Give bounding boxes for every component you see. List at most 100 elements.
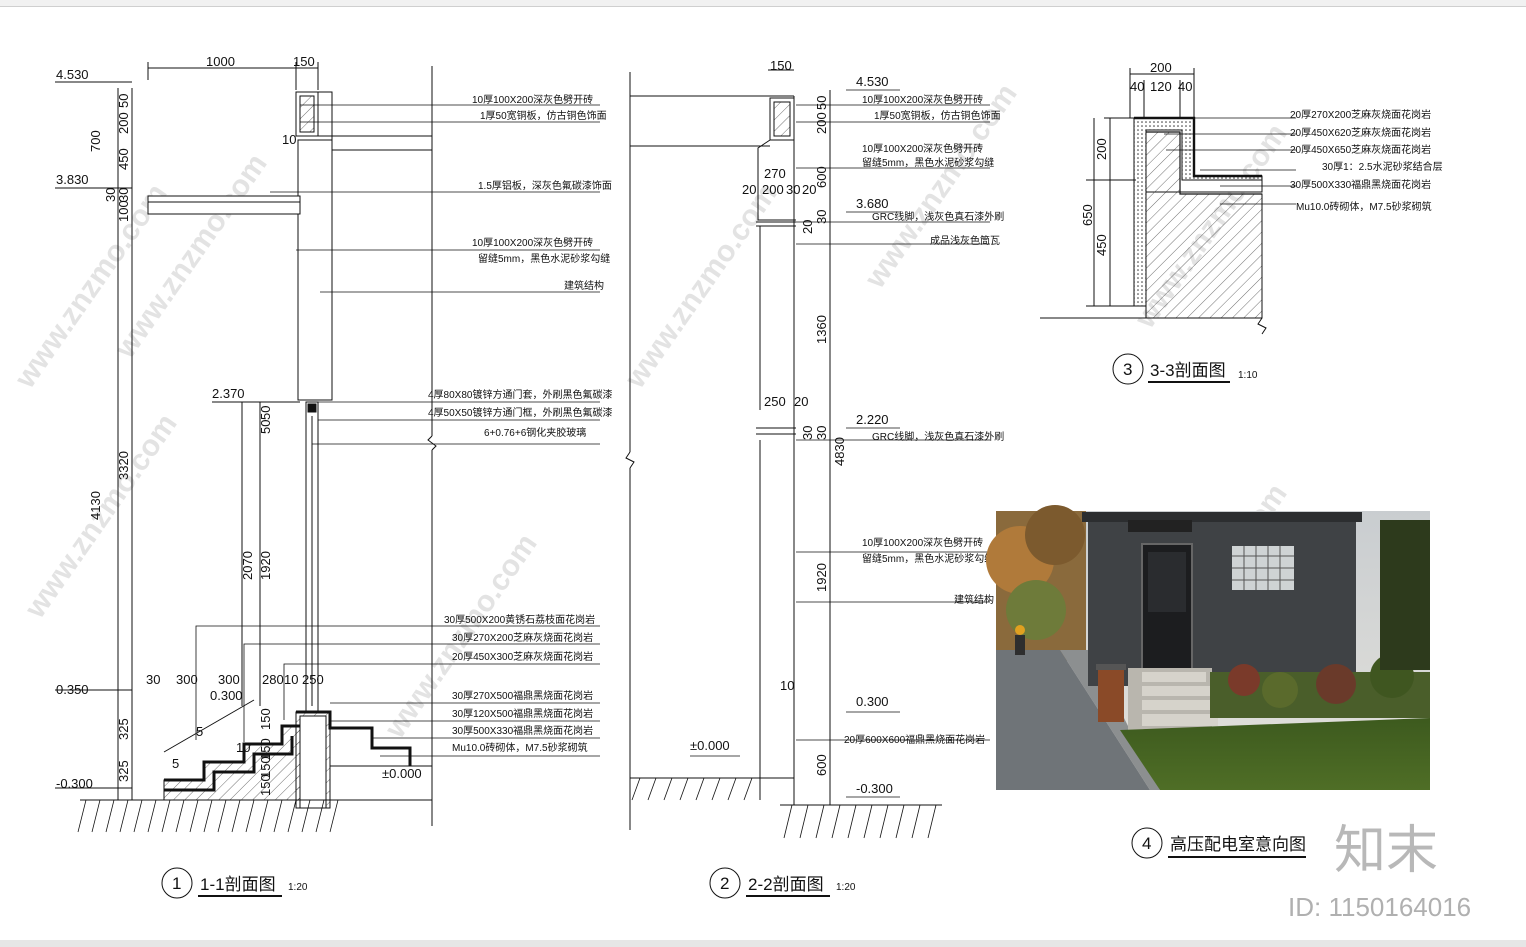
elevation-label: 4.530 — [856, 74, 889, 89]
section-number-circle — [709, 867, 741, 899]
material-note: 留缝5mm，黑色水泥砂浆勾缝 — [862, 552, 994, 565]
section-scale: 1:10 — [1238, 370, 1258, 381]
material-note: 6+0.76+6钢化夹胶玻璃 — [484, 426, 586, 439]
dimension-label: 200 — [1150, 60, 1172, 75]
material-note: 4厚80X80镀锌方通门套，外刷黑色氟碳漆 — [428, 388, 612, 401]
dimension-label: 450 — [1094, 234, 1109, 256]
dimension-label: 40 — [1178, 79, 1192, 94]
dimension-label: 10 — [282, 132, 296, 147]
elevation-label: ±0.000 — [382, 766, 422, 781]
elevation-label: ±0.000 — [690, 738, 730, 753]
material-note: 20厚450X650芝麻灰烧面花岗岩 — [1290, 143, 1431, 156]
section-2-2 — [625, 69, 990, 839]
section-number: 1 — [172, 874, 181, 893]
brand-logo-text: 知末 — [1334, 822, 1438, 880]
section-number: 2 — [720, 874, 729, 893]
dimension-label: 30 — [103, 188, 118, 202]
material-note: 30厚500X330福鼎黑烧面花岗岩 — [1290, 178, 1431, 191]
dimension-label: 5 — [196, 724, 203, 739]
dimension-label: 40 — [1130, 79, 1144, 94]
dimension-label: 20 — [742, 182, 756, 197]
dimension-label: 50 — [814, 96, 829, 110]
material-note: 20厚450X620芝麻灰烧面花岗岩 — [1290, 126, 1431, 139]
dimension-label: 250 — [764, 394, 786, 409]
material-note: 1.5厚铝板，深灰色氟碳漆饰面 — [478, 179, 612, 192]
dimension-label: 200 — [762, 182, 784, 197]
dimension-label: 120 — [1150, 79, 1172, 94]
material-note: 4厚50X50镀锌方通门框，外刷黑色氟碳漆 — [428, 406, 612, 419]
dimension-label: 200 — [116, 112, 131, 134]
material-note: 20厚450X300芝麻灰烧面花岗岩 — [452, 650, 593, 663]
dimension-label: 10 — [284, 672, 298, 687]
section-3-3-labels: 200 40 120 40 200 650 450 20厚270X200芝麻灰烧… — [1080, 60, 1443, 385]
material-note: Mu10.0砖砌体，M7.5砂浆砌筑 — [1296, 200, 1432, 213]
material-note: 建筑结构 — [564, 279, 604, 292]
material-note: 20厚270X200芝麻灰烧面花岗岩 — [1290, 108, 1431, 121]
material-note: 10厚100X200深灰色劈开砖 — [862, 142, 983, 155]
dimension-label: 270 — [764, 166, 786, 181]
dimension-label: 30 — [146, 672, 160, 687]
material-note: 10厚100X200深灰色劈开砖 — [472, 236, 593, 249]
elevation-label: -0.300 — [856, 781, 893, 796]
material-note: 30厚500X200黄锈石荔枝面花岗岩 — [444, 613, 595, 626]
section-number-circle — [1131, 827, 1163, 859]
file-id: ID: 1150164016 — [1288, 892, 1471, 922]
elevation-label: 3.680 — [856, 196, 889, 211]
material-note: GRC线脚，浅灰色真石漆外刷 — [872, 430, 1004, 443]
watermark-text: www.znzmo.com — [618, 178, 784, 395]
dimension-label: 100 — [116, 200, 131, 222]
material-note: 30厚1：2.5水泥砂浆结合层 — [1322, 160, 1443, 173]
dimension-label: 50 — [258, 420, 273, 434]
material-note: 1厚50宽铜板，仿古铜色饰面 — [874, 109, 1001, 122]
dimension-label: 250 — [302, 672, 324, 687]
section-number: 4 — [1142, 834, 1151, 853]
dimension-label: 10 — [236, 740, 250, 755]
material-note: 30厚270X200芝麻灰烧面花岗岩 — [452, 631, 593, 644]
elevation-label: 3.830 — [56, 172, 89, 187]
section-2-2-labels: 150 4.530 3.680 2.220 0.300 -0.300 ±0.00… — [690, 58, 1004, 899]
section-number: 3 — [1123, 360, 1132, 379]
material-note: 30厚500X330福鼎黑烧面花岗岩 — [452, 724, 593, 737]
dimension-label: 30 — [814, 426, 829, 440]
dimension-label: 30 — [814, 210, 829, 224]
material-note: 成品浅灰色筒瓦 — [930, 234, 1000, 247]
dimension-label: 30 — [786, 182, 800, 197]
material-note: 留缝5mm，黑色水泥砂浆勾缝 — [478, 252, 610, 265]
material-note: 20厚600X600福鼎黑烧面花岗岩 — [844, 733, 985, 746]
dimension-label: 150 — [258, 756, 273, 778]
dimension-label: 4830 — [832, 437, 847, 466]
dimension-label: 20 — [802, 182, 816, 197]
viewer-top-bar — [0, 0, 1526, 7]
dimension-label: 300 — [176, 672, 198, 687]
dimension-label: 280 — [262, 672, 284, 687]
elevation-label: 0.300 — [210, 688, 243, 703]
dimension-label: 150 — [293, 54, 315, 69]
section-1-1 — [55, 62, 600, 833]
material-note: 10厚100X200深灰色劈开砖 — [862, 536, 983, 549]
dimension-label: 10 — [780, 678, 794, 693]
dimension-label: 1000 — [206, 54, 235, 69]
brand-watermark: 知末 ID: 1150164016 — [1288, 822, 1471, 922]
section-3-3 — [1040, 68, 1296, 335]
viewer-bottom-bar — [0, 940, 1526, 947]
section-scale: 1:20 — [288, 882, 308, 893]
dimension-label: 325 — [116, 718, 131, 740]
dimension-label: 1360 — [814, 315, 829, 344]
section-number-circle — [161, 867, 193, 899]
dimension-label: 450 — [116, 148, 131, 170]
elevation-label: -0.300 — [56, 776, 93, 791]
elevation-label: 2.370 — [212, 386, 245, 401]
dimension-label: 325 — [116, 760, 131, 782]
dimension-label: 700 — [88, 130, 103, 152]
dimension-label: 200 — [1094, 138, 1109, 160]
material-note: 建筑结构 — [954, 593, 994, 606]
section-number-circle — [1112, 353, 1144, 385]
dimension-label: 2070 — [240, 551, 255, 580]
elevation-label: 0.350 — [56, 682, 89, 697]
dimension-label: 300 — [218, 672, 240, 687]
photo-4-caption: 4 高压配电室意向图 — [1131, 827, 1306, 859]
section-title: 2-2剖面图 — [748, 875, 824, 894]
reference-photo — [986, 505, 1430, 790]
material-note: 1厚50宽铜板，仿古铜色饰面 — [480, 109, 607, 122]
